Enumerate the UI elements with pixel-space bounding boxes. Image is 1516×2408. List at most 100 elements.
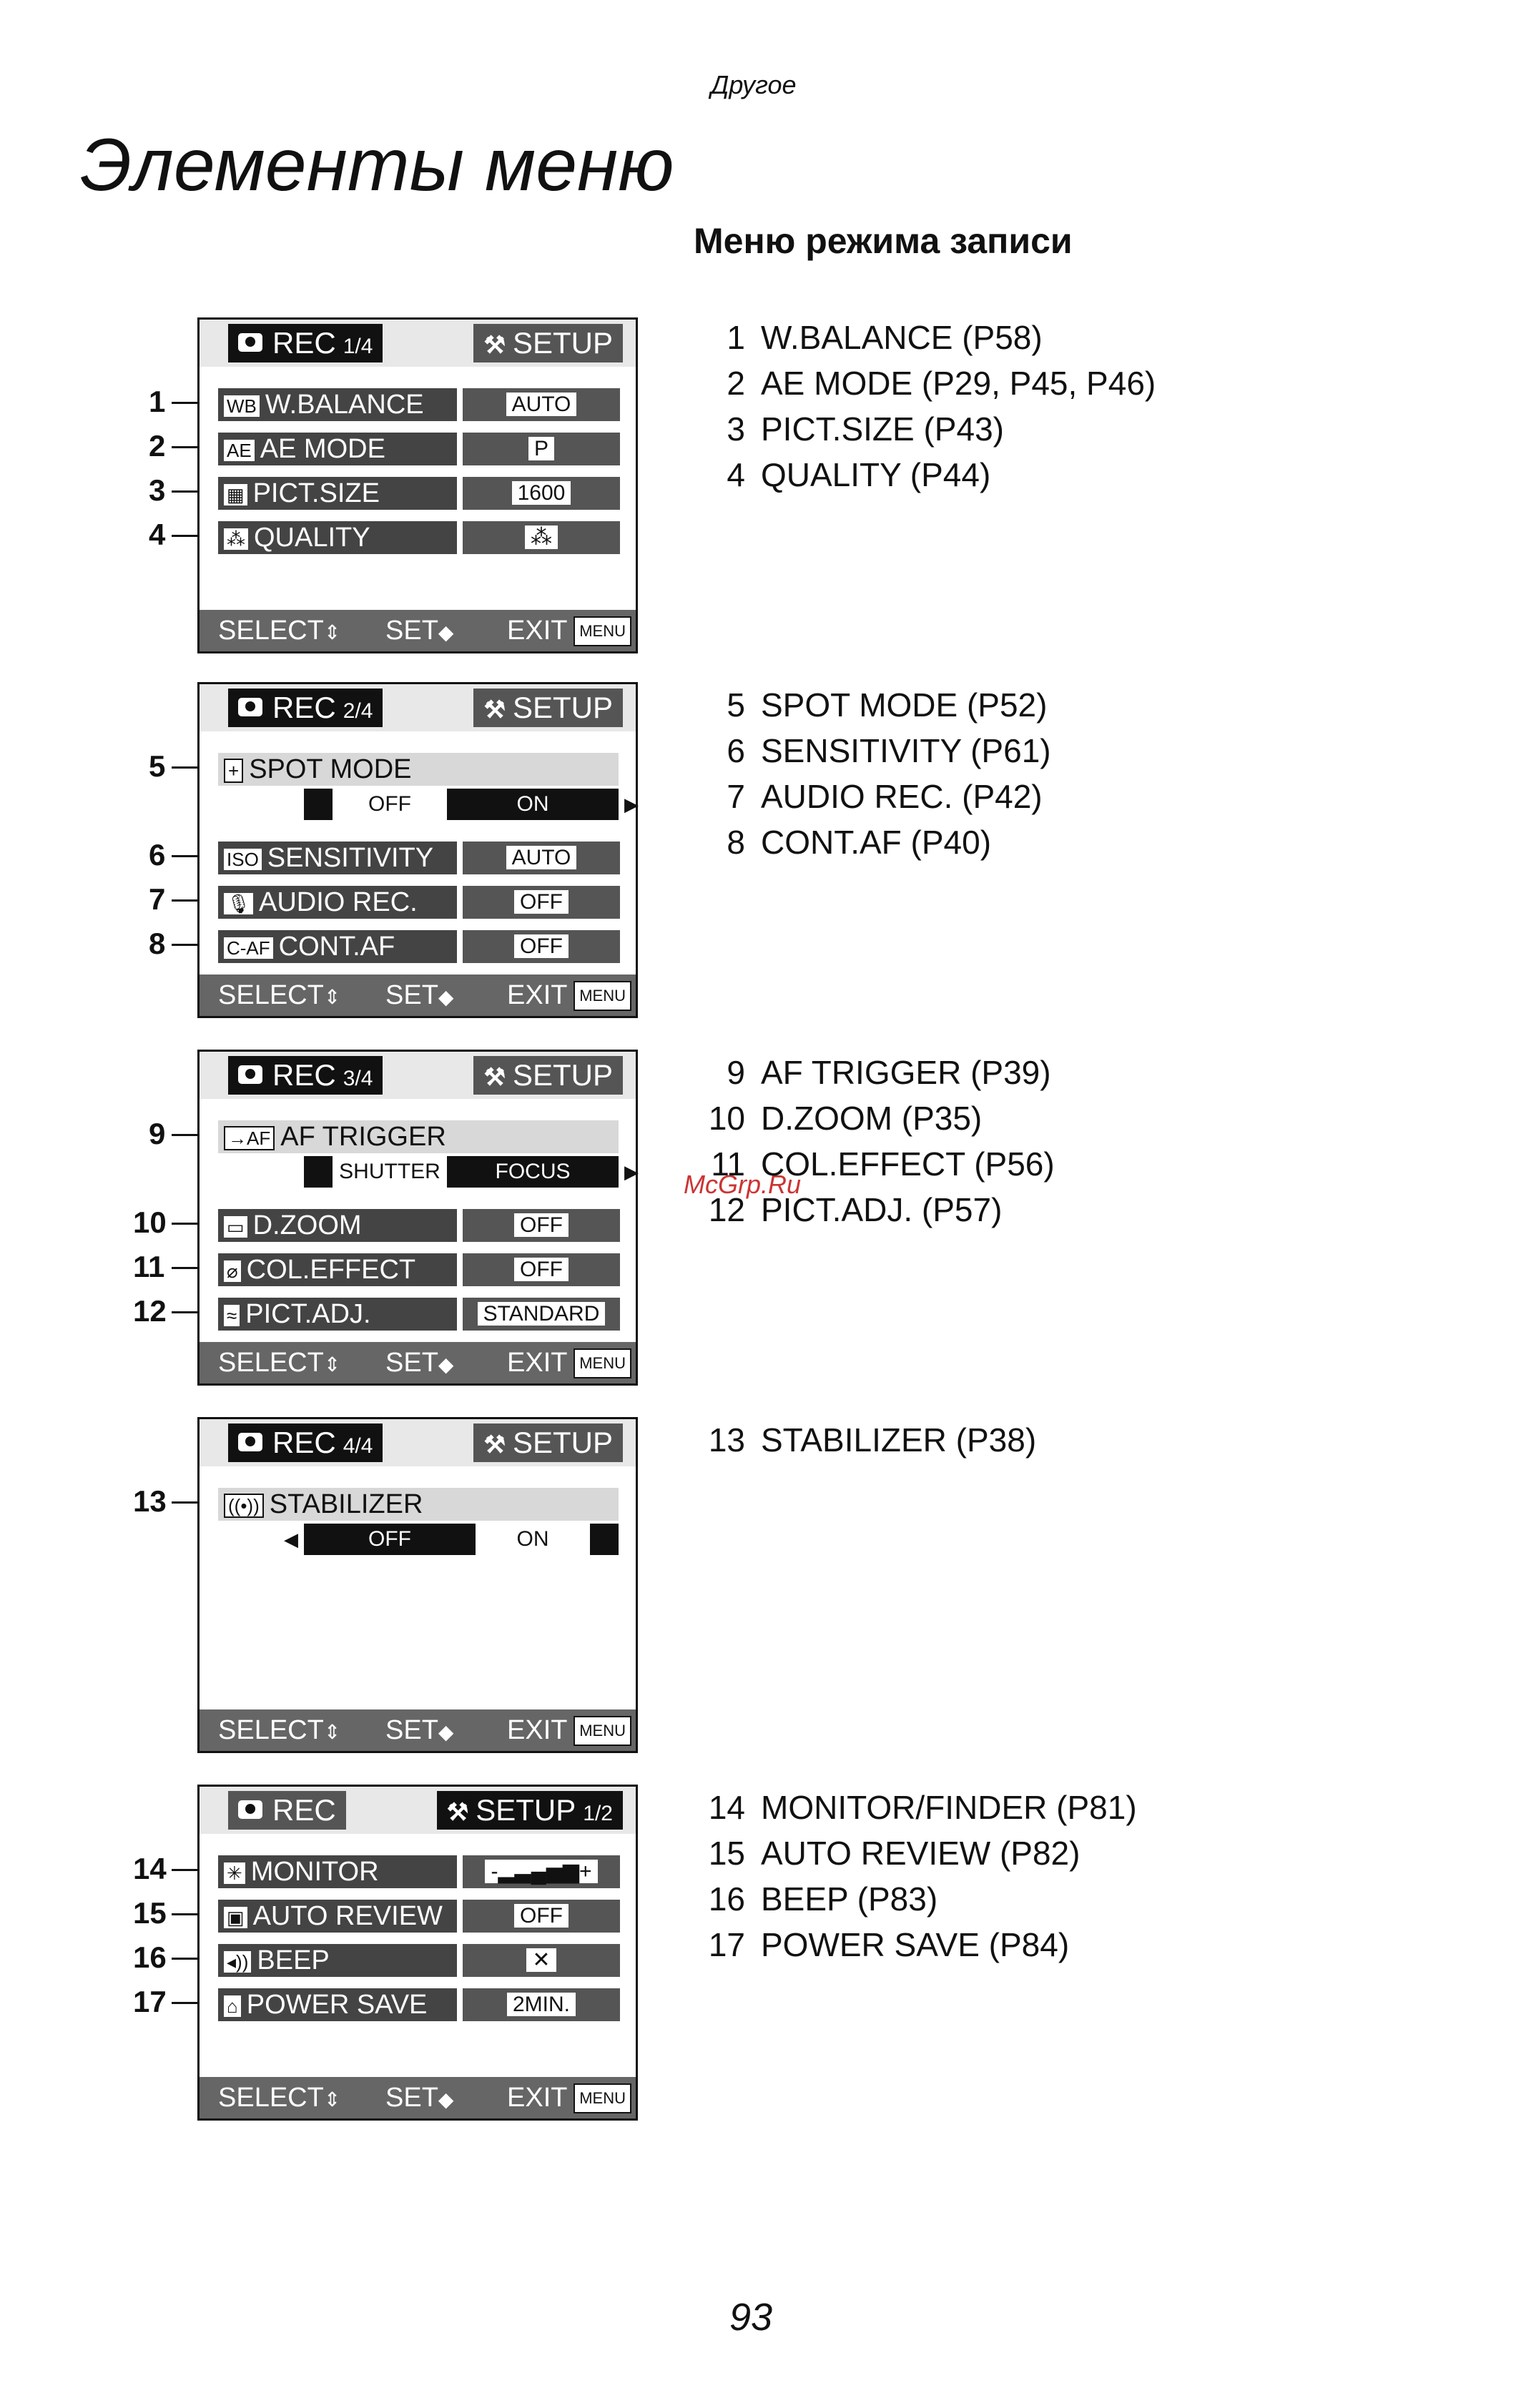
tab-setup[interactable]: ⚒SETUP xyxy=(473,1056,623,1095)
callout-number: 16 xyxy=(133,1940,167,1974)
option-focus[interactable]: FOCUS xyxy=(495,1160,571,1183)
tab-setup[interactable]: ⚒SETUP xyxy=(473,689,623,727)
footer-exit-label: EXIT xyxy=(507,1348,568,1378)
menu-row-value[interactable]: -▂▃▄▅▆+ xyxy=(463,1855,620,1888)
callout-leader xyxy=(172,855,215,857)
option-on[interactable]: ON xyxy=(516,792,549,816)
wrench-icon: ⚒ xyxy=(483,696,506,724)
tab-setup-page: 1/2 xyxy=(583,1802,613,1825)
tab-setup[interactable]: ⚒SETUP xyxy=(473,324,623,362)
callout-leader xyxy=(172,402,215,404)
menu-row-value[interactable]: ✕ xyxy=(463,1944,620,1977)
menu-row-label: ▭D.ZOOM xyxy=(218,1209,457,1242)
callout-number: 3 xyxy=(149,473,166,507)
item-text: COL.EFFECT (P56) xyxy=(761,1145,1055,1183)
menu-row-value[interactable]: 1600 xyxy=(463,477,620,510)
menu-row[interactable]: ≈PICT.ADJ.STANDARD xyxy=(218,1298,626,1331)
footer-set: SET◆ xyxy=(385,2077,453,2121)
menu-row[interactable]: 🎙AUDIO REC.OFF xyxy=(218,886,626,919)
callout-number: 9 xyxy=(149,1117,166,1150)
menu-row-icon: C-AF xyxy=(224,937,273,959)
menu-row[interactable]: ✳MONITOR-▂▃▄▅▆+ xyxy=(218,1855,626,1888)
footer-select-label: SELECT xyxy=(218,980,324,1010)
menu-row-value[interactable]: OFF xyxy=(463,1900,620,1933)
footer-set-label: SET xyxy=(385,980,438,1010)
item-text: AUDIO REC. (P42) xyxy=(761,778,1043,815)
footer-set: SET◆ xyxy=(385,1709,453,1753)
option-off[interactable]: OFF xyxy=(333,789,447,820)
menu-row-value[interactable]: 2MIN. xyxy=(463,1988,620,2021)
item-number: 4 xyxy=(727,456,745,493)
option-shutter[interactable]: SHUTTER xyxy=(333,1156,447,1188)
option-on[interactable]: ON xyxy=(476,1524,590,1555)
menu-row-text: AE MODE xyxy=(260,434,385,464)
item-number: 15 xyxy=(708,1835,745,1872)
menu-row-value-text: P xyxy=(528,437,554,460)
item-number: 9 xyxy=(727,1054,745,1091)
menu-row-text: STABILIZER xyxy=(269,1489,423,1519)
menu-row-icon: ISO xyxy=(224,848,262,870)
menu-row[interactable]: ⁂QUALITY⁂ xyxy=(218,521,626,554)
menu-row-value[interactable]: OFF xyxy=(463,886,620,919)
tab-setup-label: SETUP xyxy=(512,326,613,360)
wrench-icon: ⚒ xyxy=(483,332,506,359)
menu-row-value[interactable]: AUTO xyxy=(463,842,620,874)
menu-row-label: ▣AUTO REVIEW xyxy=(218,1900,457,1933)
item-number: 11 xyxy=(711,1145,745,1183)
menu-row-text: CONT.AF xyxy=(278,932,395,962)
callout-number: 10 xyxy=(133,1205,167,1239)
tab-setup[interactable]: ⚒SETUP xyxy=(473,1423,623,1462)
menu-row[interactable]: ◂))BEEP✕ xyxy=(218,1944,626,1977)
menu-row-value[interactable]: STANDARD xyxy=(463,1298,620,1331)
menu-row-value[interactable]: ⁂ xyxy=(463,521,620,554)
tab-rec[interactable]: REC xyxy=(228,1791,346,1830)
option-off[interactable]: OFF xyxy=(368,1527,411,1551)
menu-row-value[interactable]: AUTO xyxy=(463,388,620,421)
callout-leader xyxy=(172,446,215,448)
callout-leader xyxy=(172,899,215,902)
menu-row-text: BEEP xyxy=(257,1945,330,1975)
menu-row-value[interactable]: OFF xyxy=(463,930,620,963)
menu-row-value[interactable]: OFF xyxy=(463,1209,620,1242)
menu-row-value[interactable]: P xyxy=(463,433,620,465)
menu-row-icon: ⌂ xyxy=(224,1995,241,2017)
menu-row-value[interactable]: OFF xyxy=(463,1253,620,1286)
menu-row-text: AUDIO REC. xyxy=(259,887,418,917)
item-number: 6 xyxy=(727,732,745,769)
camera-icon xyxy=(238,697,262,716)
item-text: STABILIZER (P38) xyxy=(761,1421,1037,1459)
menu-row-label: ≈PICT.ADJ. xyxy=(218,1298,457,1331)
tab-setup-label: SETUP xyxy=(512,1058,613,1092)
tab-rec-page: 1/4 xyxy=(343,335,373,358)
footer-exit-label: EXIT xyxy=(507,2083,568,2113)
